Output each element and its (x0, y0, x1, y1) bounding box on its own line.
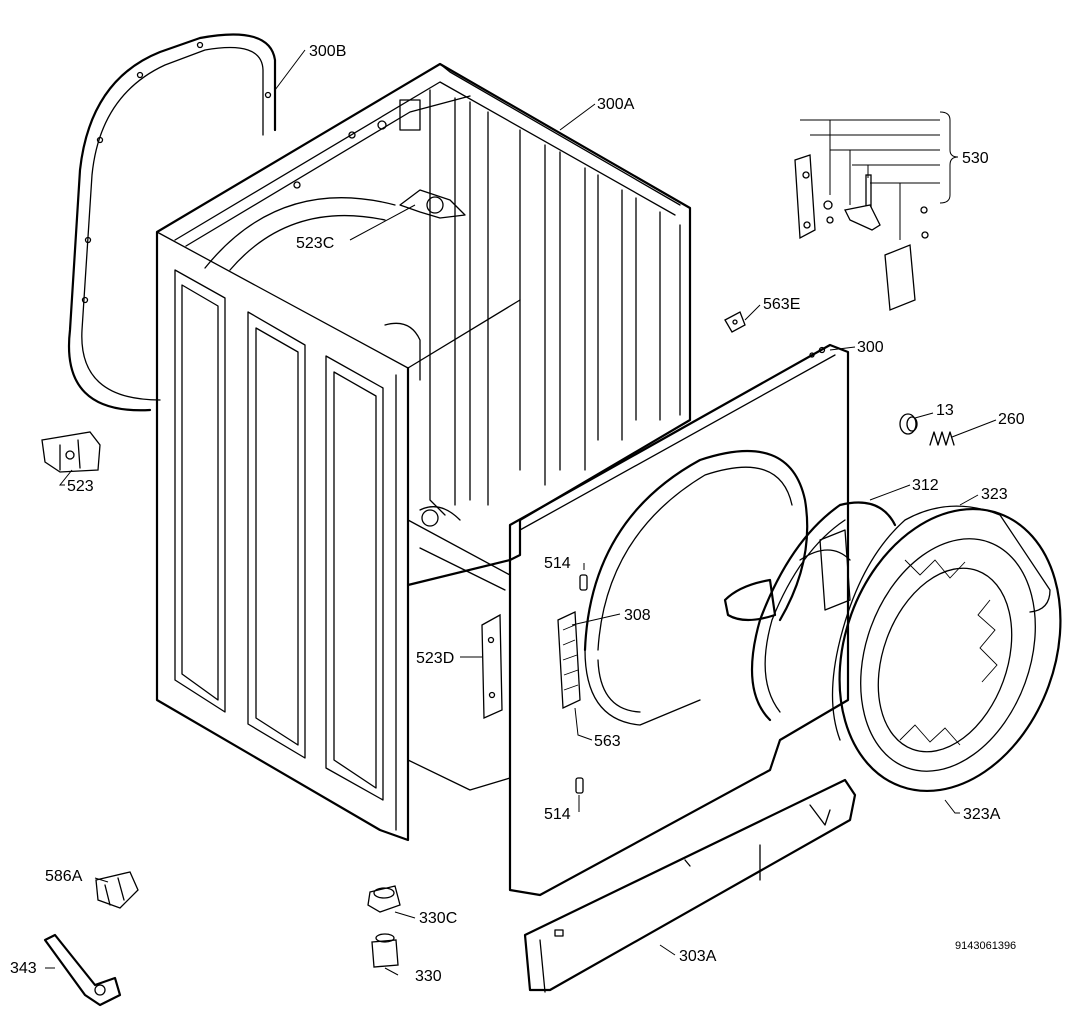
label-523d: 523D (416, 650, 454, 667)
label-300: 300 (857, 339, 884, 356)
catalog-code: 9143061396 (955, 940, 1016, 952)
label-13: 13 (936, 402, 954, 419)
label-323: 323 (981, 486, 1008, 503)
pin-514-lower (575, 777, 584, 794)
label-303a: 303A (679, 948, 717, 965)
pin-514-upper (579, 574, 588, 591)
label-514-lower: 514 (544, 806, 571, 823)
rear-seal-ring (67, 33, 277, 412)
label-530: 530 (962, 150, 989, 167)
label-300b: 300B (309, 43, 346, 60)
part-labels: 300B 300A 530 523C 563E 300 13 260 523 3… (10, 43, 1025, 985)
label-330c: 330C (419, 910, 457, 927)
rear-wall-ribs (469, 101, 681, 506)
leader-lines (45, 49, 997, 976)
label-330: 330 (415, 968, 442, 985)
side-panel-emboss (174, 269, 384, 801)
door-seal-312 (723, 501, 897, 722)
label-308: 308 (624, 607, 651, 624)
control-panel-303a (523, 778, 857, 993)
label-563: 563 (594, 733, 621, 750)
valve-330 (371, 933, 399, 968)
label-312: 312 (912, 477, 939, 494)
nut-330c (367, 885, 401, 913)
front-panel (508, 343, 850, 897)
foot-523 (41, 431, 101, 473)
spring-260 (929, 431, 955, 446)
label-323a: 323A (963, 806, 1001, 823)
cabinet-body (155, 62, 692, 842)
wrench-343 (43, 933, 122, 1007)
bushing-13 (899, 413, 918, 435)
label-523c: 523C (296, 235, 334, 252)
bracket-523d (481, 613, 503, 719)
label-563e: 563E (763, 296, 800, 313)
label-343: 343 (10, 960, 37, 977)
clip-563e (724, 311, 746, 333)
door-ring-323 (831, 505, 1062, 793)
part-586a (95, 871, 139, 909)
label-300a: 300A (597, 96, 635, 113)
label-523: 523 (67, 478, 94, 495)
door-lock-308 (557, 611, 581, 709)
label-260: 260 (998, 411, 1025, 428)
hinge-kit-530 (794, 154, 929, 311)
label-586a: 586A (45, 868, 83, 885)
label-514-upper: 514 (544, 555, 571, 572)
